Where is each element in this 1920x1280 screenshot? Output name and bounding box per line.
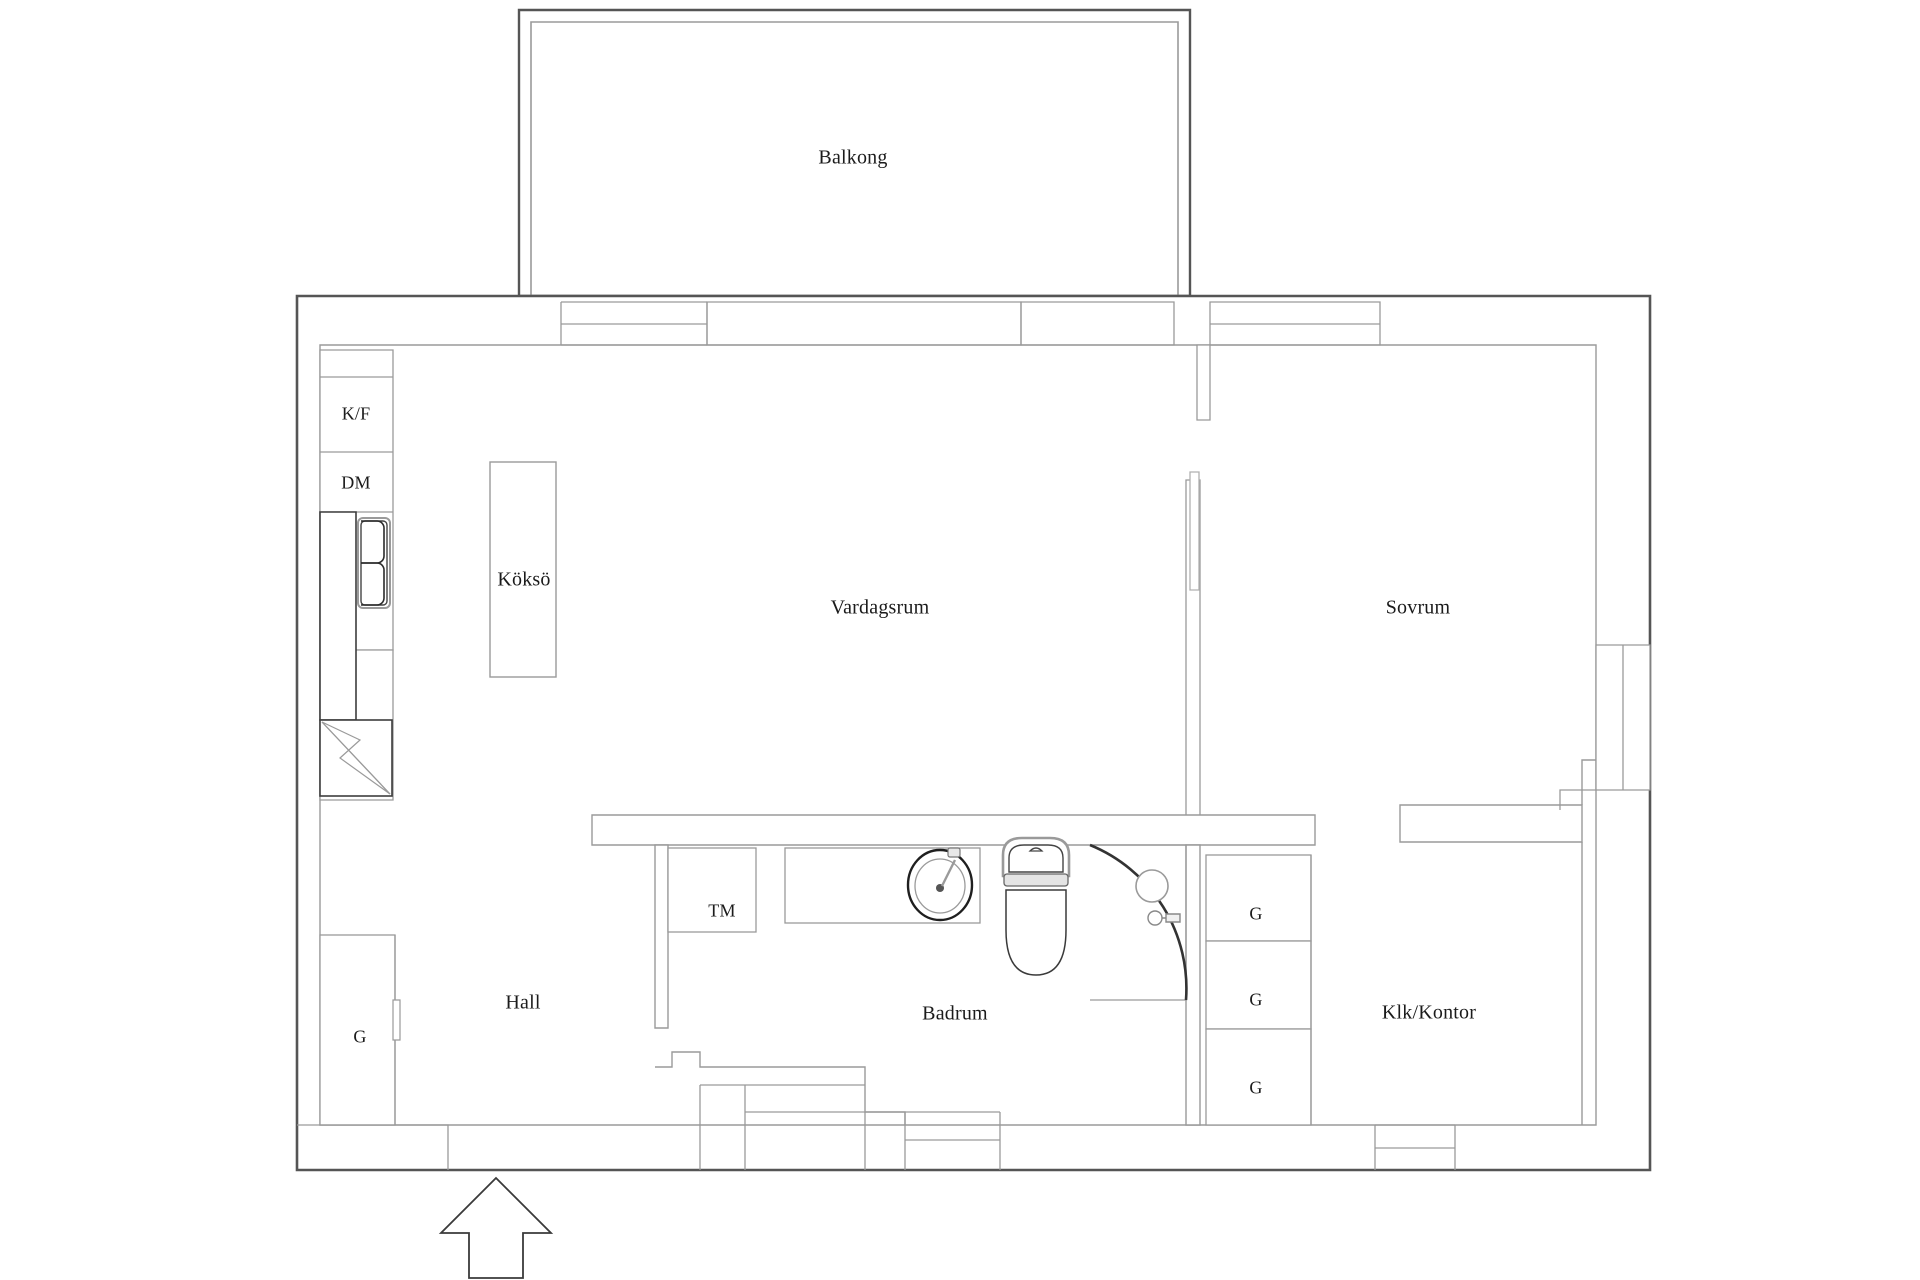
entry-door-opening: [745, 1111, 906, 1170]
closet-label-bedroom-wardrobe-3: G: [1249, 1077, 1263, 1098]
room-label-badrum: Badrum: [922, 1002, 988, 1025]
window-living-right: [1020, 301, 1175, 346]
hall-entry-wall: [297, 1124, 449, 1170]
room-label-klk-kontor: Klk/Kontor: [1381, 1001, 1477, 1024]
hall-bottom-niche-sides: [699, 1085, 746, 1170]
entry-wall-return: [297, 1124, 449, 1170]
hall-wardrobe: [319, 934, 401, 1126]
closet-label-hall-wardrobe: G: [353, 1026, 367, 1047]
office-top-wall: [1399, 804, 1583, 843]
wall-stub-top: [1196, 344, 1211, 421]
window-bottom-bath: [905, 1111, 1001, 1170]
room-label-koekso: Köksö: [497, 568, 551, 591]
cooktop-icon: [319, 719, 393, 797]
office-walls: [1399, 759, 1596, 1125]
shower-icon: [1089, 843, 1188, 1001]
bathroom-left-wall: [654, 844, 669, 1029]
faucet-icon: [947, 847, 961, 858]
closet-label-bedroom-wardrobe-1: G: [1249, 903, 1263, 924]
wardrobe-box-2: [1205, 940, 1312, 1030]
bottom-wall-openings: [1374, 1124, 1456, 1170]
sliding-door-leaf[interactable]: [1189, 471, 1200, 591]
washing-machine-box: [667, 847, 757, 933]
kitchen-cabinet-run: [319, 349, 394, 801]
appliance-label-fridge-freezer: K/F: [341, 403, 371, 424]
kitchen-bench-front: [319, 511, 357, 721]
entrance-arrow-icon: [438, 1176, 554, 1279]
exterior-wall: [295, 294, 1652, 1172]
window-office-bottom: [1374, 1124, 1456, 1170]
window-bedroom-top: [1209, 301, 1381, 346]
bedroom-wall-jog: [1559, 789, 1596, 810]
door-swing-icon[interactable]: [1089, 843, 1188, 1001]
room-label-balkong: Balkong: [818, 146, 888, 169]
top-wall-windows: [560, 301, 1381, 346]
room-label-vardagsrum: Vardagsrum: [830, 596, 930, 619]
wardrobe-box-3: [1205, 1028, 1312, 1126]
kitchen-island: [489, 461, 557, 678]
appliance-label-dishwasher: DM: [341, 472, 371, 493]
shower-head-icon: [1135, 869, 1169, 903]
bathroom-walls: [591, 814, 1316, 1170]
bedroom-wardrobes: [1205, 854, 1312, 1126]
bathroom-sink-icon: [906, 847, 974, 922]
kitchen-sink-icon: [357, 517, 391, 609]
room-label-sovrum: Sovrum: [1385, 596, 1451, 619]
bathroom-right-wall: [1185, 844, 1201, 1126]
wardrobe-box-1: [1205, 854, 1312, 942]
appliance-label-washing-machine: TM: [708, 900, 736, 921]
partition-living-bedroom: [1185, 344, 1211, 841]
bathroom-top-wall: [591, 814, 1316, 846]
bathroom-fixtures: [667, 836, 1188, 1001]
wardrobe-door-leaf[interactable]: [392, 999, 401, 1041]
bedroom-right-window: [1559, 644, 1651, 810]
room-label-hall: Hall: [505, 991, 541, 1014]
closet-label-bedroom-wardrobe-2: G: [1249, 989, 1263, 1010]
building-outline: [295, 294, 1652, 1172]
toilet-icon: [1001, 836, 1071, 976]
